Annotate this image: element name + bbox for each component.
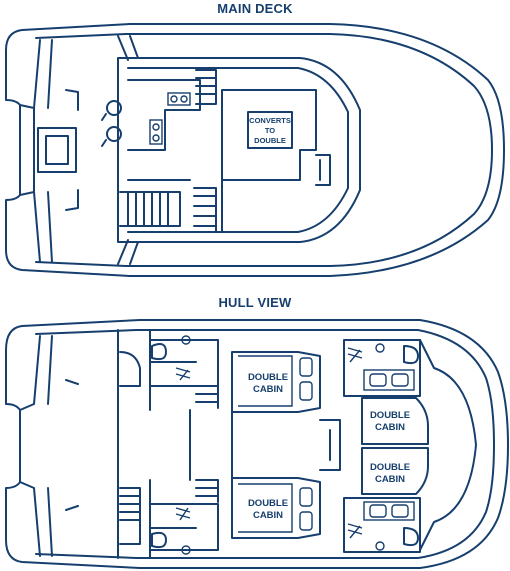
cooktop xyxy=(167,92,191,106)
pillow-icon xyxy=(391,373,409,387)
drain-icon xyxy=(181,335,191,345)
convertible-table xyxy=(247,111,293,149)
pillow-icon xyxy=(369,373,387,387)
main-stair-lower xyxy=(119,191,181,227)
port-rail xyxy=(117,35,139,61)
pillow-icon xyxy=(369,504,387,518)
convert-label-line-2: TO xyxy=(265,126,275,135)
cabin-4-label-line-2: CABIN xyxy=(375,474,405,485)
helm-seat xyxy=(315,154,331,186)
hull-aft-steps xyxy=(19,335,79,557)
main-stair-upper xyxy=(195,69,217,105)
aft-cockpit-outline xyxy=(19,104,35,196)
pillow-icon xyxy=(391,504,409,518)
stool-icon xyxy=(106,100,122,116)
aft-hull-stair-bottom xyxy=(119,487,141,545)
aft-bench-lines xyxy=(65,89,79,211)
salon-settee xyxy=(221,89,317,181)
convert-label-line-3: DOUBLE xyxy=(254,136,286,145)
cabin-1-outline xyxy=(231,351,321,413)
cabin-2-pillow xyxy=(299,511,313,531)
main-stair-fwd xyxy=(193,187,217,233)
cabin-house-outline xyxy=(117,57,361,243)
cabin-1-pillow xyxy=(299,381,313,401)
hull-stair-top xyxy=(195,385,219,409)
cabin-2-outline xyxy=(231,477,321,539)
aft-hull-wall xyxy=(119,351,141,387)
shower-icon xyxy=(175,507,191,521)
galley-sink xyxy=(149,119,163,145)
starboard-rail xyxy=(117,239,139,265)
cabin-3-label-line-1: DOUBLE xyxy=(370,410,410,421)
hull-stair-bottom xyxy=(195,479,219,503)
hull-view-plan: DOUBLE CABIN DOUBLE CABIN DOUBLE CABIN D… xyxy=(5,319,509,569)
drain-icon xyxy=(181,545,191,555)
cabin-1-pillow xyxy=(299,357,313,377)
hull-view-outline xyxy=(5,319,509,569)
main-deck-title: MAIN DECK xyxy=(217,1,293,16)
main-deck-hull-outline xyxy=(5,23,505,277)
cabin-4-label-line-1: DOUBLE xyxy=(370,462,410,473)
cabin-2-label-line-1: DOUBLE xyxy=(248,498,288,509)
toilet-icon xyxy=(403,345,419,365)
hull-view-title: HULL VIEW xyxy=(218,295,292,310)
sink-drain-icon xyxy=(152,134,160,142)
toilet-icon xyxy=(151,531,167,549)
burner-icon xyxy=(170,95,178,103)
mid-passage xyxy=(319,419,341,471)
burner-icon xyxy=(180,95,188,103)
cabin-1-label-line-2: CABIN xyxy=(253,384,283,395)
port-head-top xyxy=(149,339,219,387)
drain-icon xyxy=(375,541,385,551)
stool-icon xyxy=(106,126,122,142)
cabin-3-label-line-2: CABIN xyxy=(375,422,405,433)
hull-center-walls xyxy=(117,329,233,559)
stool-legs xyxy=(101,113,107,147)
shower-icon xyxy=(175,367,191,381)
convert-label-line-1: CONVERTS xyxy=(249,116,291,125)
stbd-bed-bottom xyxy=(363,501,415,521)
toilet-icon xyxy=(151,343,167,361)
toilet-icon xyxy=(403,527,419,547)
galley-counter xyxy=(127,79,201,151)
cabin-2-label-line-2: CABIN xyxy=(253,510,283,521)
sink-drain-icon xyxy=(152,123,160,131)
main-deck-hull-inner xyxy=(35,33,493,267)
cabin-house-inner xyxy=(127,67,349,233)
cabin-3-outline xyxy=(361,397,429,445)
shower-icon xyxy=(347,347,363,363)
aft-steps xyxy=(33,39,53,263)
stbd-bed-top xyxy=(363,369,415,391)
cabin-1-bed xyxy=(238,355,293,407)
salon-wall xyxy=(127,179,223,233)
bow-vberth xyxy=(419,339,477,551)
aft-hatch xyxy=(37,127,77,173)
drain-icon xyxy=(375,343,385,353)
main-deck-plan: CONVERTS TO DOUBLE xyxy=(5,23,505,277)
aft-hatch-inner xyxy=(45,135,69,165)
shower-icon xyxy=(347,523,363,539)
cabin-4-outline xyxy=(361,447,429,495)
stbd-head-top xyxy=(343,339,421,397)
stbd-head-bottom xyxy=(343,497,421,553)
hull-view-inner xyxy=(35,329,495,559)
cabin-2-pillow xyxy=(299,487,313,507)
cabin-1-label-line-1: DOUBLE xyxy=(248,372,288,383)
port-head-bottom xyxy=(149,503,219,551)
cabin-2-bed xyxy=(238,483,293,533)
